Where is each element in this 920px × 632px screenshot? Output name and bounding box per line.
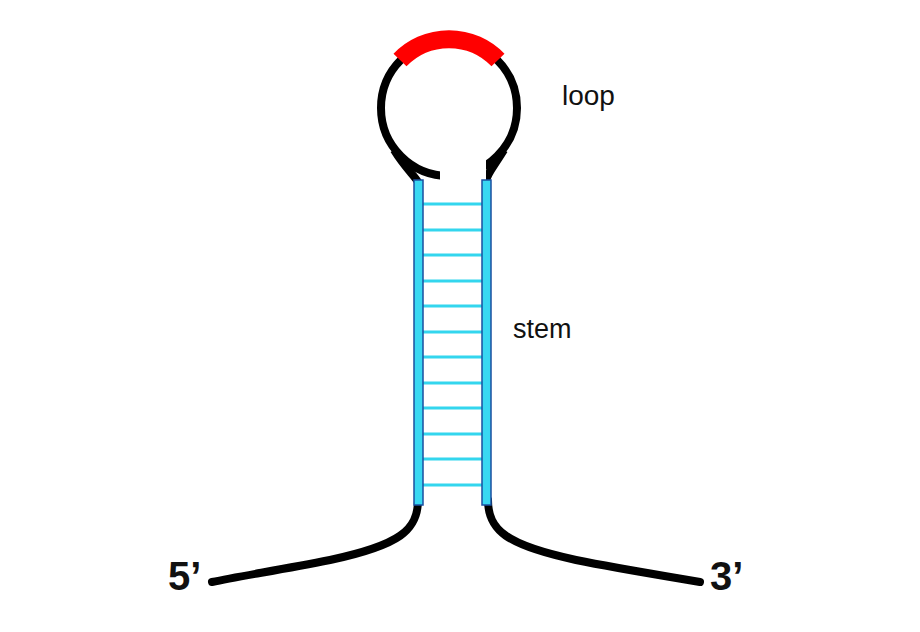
base-pair-rung — [423, 458, 482, 461]
base-pair-rung — [423, 484, 482, 487]
stem-strand-left — [414, 180, 423, 505]
base-pair-rung — [423, 203, 482, 206]
five-prime-label: 5’ — [168, 556, 201, 596]
three-prime-tail — [488, 500, 700, 582]
loop-label: loop — [562, 82, 615, 110]
loop-join-left — [394, 150, 418, 182]
base-pair-rung — [423, 331, 482, 334]
three-prime-label: 3’ — [710, 556, 743, 596]
base-pair-rung — [423, 407, 482, 410]
base-pair-rung — [423, 254, 482, 257]
base-pair-rung — [423, 280, 482, 283]
base-pair-rung — [423, 433, 482, 436]
loop-highlight — [400, 39, 498, 60]
base-pair-rung — [423, 305, 482, 308]
stem-label: stem — [513, 316, 572, 343]
loop-gap — [440, 160, 486, 186]
base-pair-rungs — [423, 204, 482, 485]
five-prime-tail — [212, 500, 418, 582]
loop-join-right — [486, 150, 504, 182]
base-pair-rung — [423, 229, 482, 232]
base-pair-rung — [423, 382, 482, 385]
base-pair-rung — [423, 356, 482, 359]
stem-strand-right — [482, 180, 491, 505]
